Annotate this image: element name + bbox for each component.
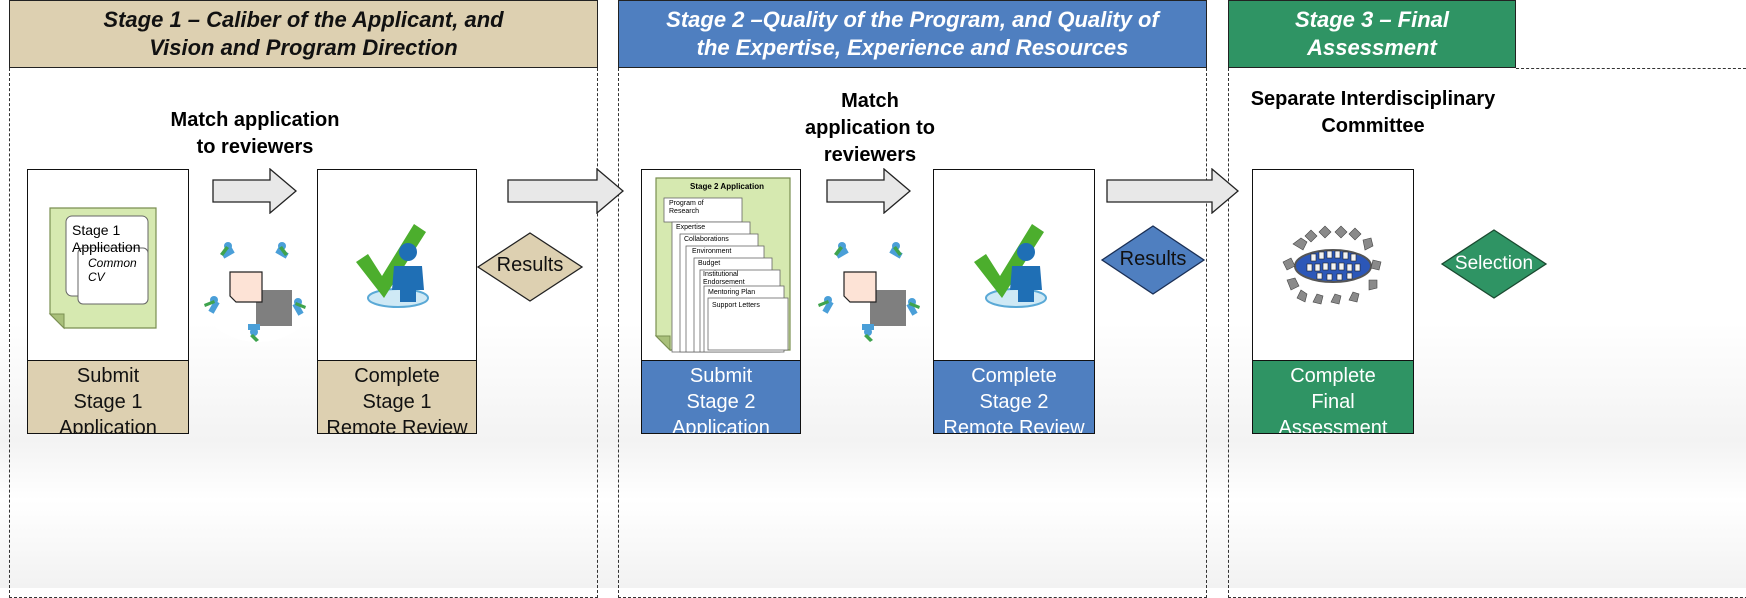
submit-stage1-caption: Submit Stage 1 Application [27, 361, 189, 434]
stage1-title-line2: Vision and Program Direction [149, 35, 458, 60]
stage2-title-line1: Stage 2 –Quality of the Program, and Qua… [666, 7, 1159, 32]
stage2-doc-tab-endorsement: Institutional Endorsement [703, 271, 745, 286]
arrow-stage2-match [826, 168, 912, 214]
arrow-stage1-match [212, 168, 298, 214]
selection-diamond [1440, 229, 1548, 299]
review-stage1-box [317, 169, 477, 361]
stage1-header: Stage 1 – Caliber of the Applicant, and … [9, 0, 598, 68]
stage2-doc-tab-program: Program of Research [669, 200, 704, 215]
results-diamond-stage1 [476, 232, 584, 302]
review-stage2-caption: Complete Stage 2 Remote Review [933, 361, 1095, 434]
stage2-header: Stage 2 –Quality of the Program, and Qua… [618, 0, 1207, 68]
results-label-stage2: Results [1119, 248, 1187, 270]
checkmark-person-icon [356, 224, 429, 308]
reviewers-cluster-icon-stage2 [818, 242, 920, 342]
stage2-doc-tab-support: Support Letters [712, 302, 760, 309]
stage3-title-line2: Assessment [1307, 35, 1437, 60]
match-label-stage2: Match application to reviewers [805, 90, 935, 166]
stage1-doc-back-label: Common CV [88, 256, 137, 284]
committee-table-icon [1282, 225, 1382, 305]
stage3-title-line1: Stage 3 – Final [1294, 7, 1450, 32]
stage2-doc-tab-budget: Budget [698, 260, 721, 267]
reviewers-cluster-icon-stage1 [204, 242, 310, 342]
final-assessment-caption: Complete Final Assessment [1252, 361, 1414, 434]
review-stage1-caption: Complete Stage 1 Remote Review [317, 361, 477, 434]
final-assessment-box [1252, 169, 1414, 361]
stage2-doc-title: Stage 2 Application [690, 182, 764, 191]
submit-stage2-box: Stage 2 Application Program of Research … [641, 169, 801, 361]
arrow-stage1-to-stage2 [507, 168, 625, 214]
results-label-stage1: Results [496, 254, 564, 276]
checkmark-person-icon [974, 224, 1047, 308]
submit-stage2-caption: Submit Stage 2 Application [641, 361, 801, 434]
stage2-doc-tab-mentoring: Mentoring Plan [708, 289, 756, 296]
stage1-title-line1: Stage 1 – Caliber of the Applicant, and [103, 7, 504, 32]
stage2-doc-tab-expertise: Expertise [676, 224, 706, 231]
stage3-header: Stage 3 – Final Assessment [1228, 0, 1516, 68]
arrow-stage2-to-stage3 [1106, 168, 1240, 214]
stage1-doc-front-label: Stage 1 Application [72, 222, 141, 255]
stage2-doc-tab-collaborations: Collaborations [684, 236, 729, 243]
stage3-panel-top-dash [1516, 68, 1746, 69]
submit-stage1-box: Stage 1 Application Common CV [27, 169, 189, 361]
committee-label: Separate Interdisciplinary Committee [1250, 88, 1496, 137]
results-diamond-stage2 [1100, 225, 1206, 295]
stage2-doc-tab-environment: Environment [692, 248, 732, 255]
review-stage2-box [933, 169, 1095, 361]
match-label-stage1: Match application to reviewers [170, 109, 340, 158]
selection-label: Selection [1454, 253, 1534, 274]
stage2-title-line2: the Expertise, Experience and Resources [696, 35, 1129, 60]
stage2-document-icon [654, 177, 791, 353]
